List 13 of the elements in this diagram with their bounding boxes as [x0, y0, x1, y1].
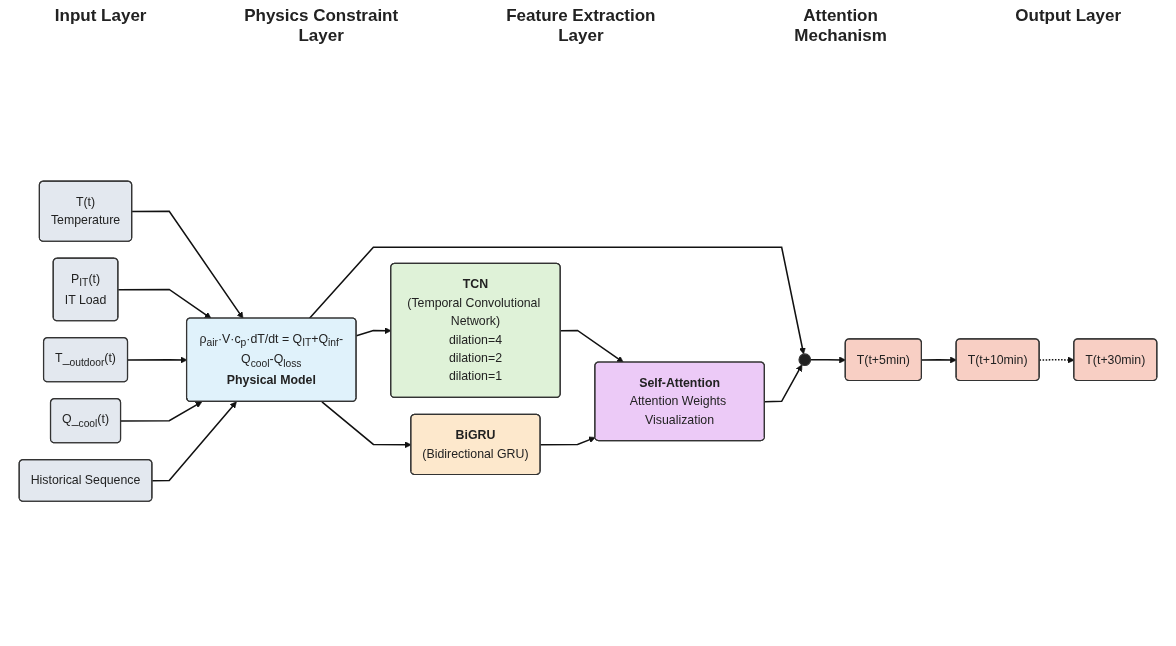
arrow	[921, 356, 957, 364]
arrow	[131, 210, 244, 319]
column-heading: Physics Constraint Layer	[243, 6, 400, 46]
node-circle	[798, 353, 812, 366]
arrow	[120, 401, 203, 422]
column-heading: Feature Extraction Layer	[505, 6, 657, 46]
arrow	[117, 288, 212, 319]
column-heading: Output Layer	[1015, 6, 1122, 27]
column-heading: Attention Mechanism	[793, 6, 888, 46]
column-heading: Input Layer	[54, 6, 147, 27]
arrow	[151, 401, 237, 482]
arrow	[308, 246, 806, 355]
arrow	[809, 356, 846, 364]
